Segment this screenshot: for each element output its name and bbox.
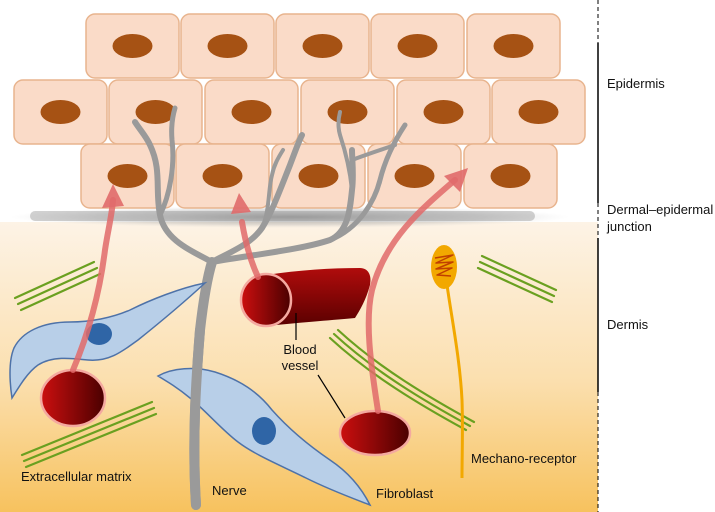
extracellular-matrix-fibers [13,254,558,469]
arrow-heads [102,168,468,214]
cell-nucleus [112,34,153,58]
label-epidermis: Epidermis [607,76,665,91]
fibroblast-lower [156,367,372,507]
blood-vessel-tube [239,268,371,328]
arrow-middle [239,219,261,280]
epidermis-cell [108,79,203,145]
epidermis-cell [491,79,586,145]
label-junction-line2: junction [607,219,652,234]
cell-nucleus [302,34,343,58]
matrix-fiber-right [476,254,558,304]
label-mechanoreceptor: Mechano-receptor [471,451,577,466]
arrow-middle-head [231,193,251,214]
epidermis-cells [13,13,586,209]
label-dermis: Dermis [607,317,649,332]
signal-arrows [70,177,458,414]
cell-nucleus [397,34,438,58]
epidermis-cell [204,79,299,145]
label-blood-vessel-line1: Blood [283,342,317,357]
cell-nucleus [298,164,339,188]
nerve-branch-left [132,119,215,265]
matrix-fiber-center [328,328,476,432]
cell-nucleus [202,164,243,188]
epidermis-cell [275,13,370,79]
nerve-branch-right [209,147,356,265]
cell-nucleus [394,164,435,188]
epidermis-cell [85,13,180,79]
nerve-branch-far-right [327,122,408,243]
nerve-branch-far-right-twig [350,143,397,162]
fibroblast-upper [9,281,208,401]
mechanoreceptor [431,245,464,479]
cell-nucleus [135,100,176,124]
arrow-right [365,177,458,414]
label-junction-line1: Dermal–epidermal [607,202,714,217]
cell-nucleus [231,100,272,124]
cell-nucleus [423,100,464,124]
arrow-left [70,197,116,373]
label-blood-vessel-line2: vessel [281,358,319,373]
label-extracellular-matrix: Extracellular matrix [21,469,132,484]
cell-nucleus [207,34,248,58]
epidermis-cell [175,143,270,209]
nerve-branch-right-twig [336,110,354,192]
nerve-branch-left-twig [157,105,178,218]
nerve-trunk-front [189,325,205,510]
epidermis-cell [180,13,275,79]
leader-blood-vessel-right [317,374,346,419]
blood-vessel-left [39,368,107,428]
label-nerve: Nerve [212,483,247,498]
epidermis-cell [80,143,175,209]
junction-band [30,211,535,221]
dermal-epidermal-junction [10,206,570,228]
epidermis-cell [300,79,395,145]
cell-nucleus [490,164,531,188]
cell-nucleus [493,34,534,58]
cell-nucleus [40,100,81,124]
cell-nucleus [107,164,148,188]
epidermis-cell [370,13,465,79]
fibroblast-nucleus [86,323,112,345]
epidermis-cell [466,13,561,79]
leader-lines [295,313,346,419]
epidermis-cell [271,143,366,209]
cell-nucleus [518,100,559,124]
arrow-left-head [102,184,124,208]
cell-nucleus [327,100,368,124]
nerve-branch-mid-twig [260,148,285,230]
nerve-branch-mid [209,132,305,265]
epidermis-cell [13,79,108,145]
fibroblast-nucleus [252,417,276,445]
epidermis-cell [396,79,491,145]
matrix-fiber-bottom-left [20,400,158,469]
blood-vessel-right [338,409,412,457]
label-fibroblast: Fibroblast [376,486,434,501]
matrix-fiber-top-left [13,260,102,312]
arrow-right-head [444,168,468,192]
epidermis-cell [463,143,558,209]
